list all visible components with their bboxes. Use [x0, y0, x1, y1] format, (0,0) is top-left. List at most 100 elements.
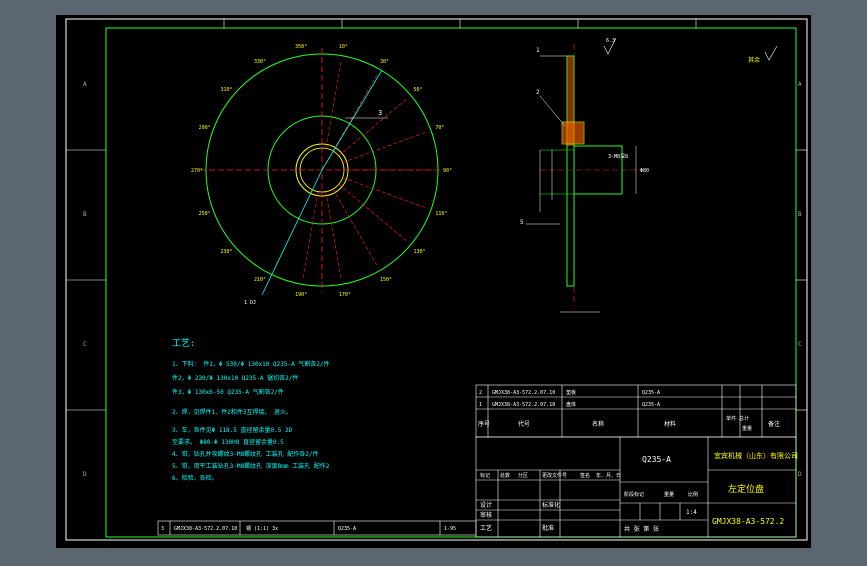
process-line: 件3，Φ 130x6-50 Q235-A 气割各2/件 — [172, 388, 284, 396]
radial-angle-line — [332, 188, 379, 268]
angle-label: 110° — [435, 211, 447, 217]
angle-label: 150° — [380, 277, 392, 283]
angle-label: 250° — [199, 211, 211, 217]
scale-label-header: 比例 — [688, 491, 698, 498]
callout-2-label: 2 — [536, 89, 540, 96]
tb-label: 标记 — [480, 472, 490, 479]
drawing-number: GMJX38-A3-572.2 — [712, 517, 784, 526]
angle-label: 130° — [414, 249, 426, 255]
angle-label: 350° — [295, 44, 307, 50]
bottom-strip — [157, 520, 477, 536]
other-surfaces-label: 其余 — [748, 56, 760, 64]
zone-label-A: A — [83, 81, 87, 88]
strip-cell: 钢 (1:1) 3x — [246, 525, 278, 532]
roughness-symbol-icon — [603, 37, 617, 55]
tb-role: 标准化 — [542, 501, 560, 509]
strip-frame — [157, 520, 477, 536]
process-line: 件2，Φ 230/Φ 130x10 Q235-A 锯切各2/件 — [172, 374, 298, 382]
weight-label: 重量 — [664, 491, 674, 498]
process-title: 工艺: — [172, 338, 195, 349]
process-line: 6、检验，各检。 — [172, 474, 218, 482]
radial-angle-line — [342, 131, 428, 163]
bom-header: 序号 — [478, 420, 490, 428]
tb-label: 年、月、日 — [596, 472, 621, 479]
process-notes: 工艺: 1、下料： 件1，Φ 530/Φ 130x10 Q235-A 气割各2/… — [172, 338, 330, 482]
zone-label-C: C — [798, 341, 802, 348]
bom-cell: Q235-A — [642, 402, 660, 408]
process-line: 4、钳，钻孔并攻螺纹3-M8螺纹孔 工装孔 配作各2/件 — [172, 450, 319, 458]
plate-hatch — [567, 56, 574, 146]
boss-section — [573, 145, 623, 195]
bom-cell: GMJX38-A3-572.2.07.10 — [492, 390, 555, 396]
zone-label-D: D — [798, 471, 802, 478]
radial-angle-line — [302, 191, 319, 281]
angle-label: 230° — [220, 249, 232, 255]
section-view: 1 2 5 6.3 其余 3-M8深8 Φ80 — [520, 37, 778, 313]
strip-cell: GMJX38-A3-572.2.07.10 — [174, 526, 237, 532]
title-frame — [475, 436, 797, 538]
callout-1-label: 1 — [536, 47, 540, 54]
inner-frame — [105, 27, 797, 538]
bom-cell: 盘体 — [566, 401, 576, 408]
angle-label: 330° — [254, 59, 266, 65]
radial-angle-line — [325, 191, 342, 281]
tb-role: 批准 — [542, 524, 554, 532]
tb-role: 设计 — [480, 501, 492, 509]
tb-label: 更改文件号 — [542, 472, 567, 479]
zone-labels-right: A B C D — [798, 81, 802, 478]
outer-frame — [65, 18, 808, 541]
tb-label: 处数 — [500, 472, 510, 479]
angle-label: 190° — [295, 292, 307, 298]
angle-label: 10° — [339, 44, 348, 50]
title-block — [475, 436, 797, 538]
radial-angle-line — [342, 177, 428, 209]
bom-rows: 2 GMJX38-A3-572.2.07.10 垫板 Q235-A 1 GMJX… — [478, 389, 780, 432]
radial-angle-line — [332, 72, 379, 152]
dim-hole-label: 3-M8深8 — [608, 153, 628, 160]
process-line: 3、车，各件见Φ 118.5 直径留余量0.5 2D — [172, 426, 293, 434]
zone-label-C: C — [83, 341, 87, 348]
bom-cell: 2 — [479, 390, 482, 396]
bom-header: 备注 — [768, 420, 780, 428]
zone-label-A: A — [798, 81, 802, 88]
angle-label: 210° — [254, 277, 266, 283]
zone-label-B: B — [83, 211, 87, 218]
bom-cell: 垫板 — [566, 389, 576, 396]
zone-labels-left: A B C D — [83, 81, 87, 478]
strip-cell: 1-95 — [444, 526, 456, 532]
process-line: 2、焊，见焊件1、件2和件3互焊接。 退火。 — [172, 408, 292, 416]
zone-ticks — [66, 19, 807, 411]
callout-5-label: 5 — [520, 219, 524, 226]
bom-cell: GMJX38-A3-572.2.07.10 — [492, 402, 555, 408]
section-leader-line — [261, 169, 323, 296]
company-name: 宜宾机械（山东）有限公司 — [714, 451, 798, 460]
angle-label: 170° — [339, 292, 351, 298]
dim-dia-label: Φ80 — [640, 168, 649, 174]
section-callout-label: 1 DJ — [244, 300, 256, 306]
angle-label: 30° — [380, 59, 389, 65]
bom-header: 代号 — [518, 420, 530, 428]
angle-label: 70° — [435, 125, 444, 131]
surface-finish-mark: 6.3 — [606, 38, 615, 44]
hub-section — [561, 121, 585, 145]
sheet-label: 共 张 第 张 — [624, 525, 659, 533]
tb-label: 签名 — [580, 472, 590, 479]
angle-label: 310° — [220, 87, 232, 93]
front-view: 10°30°50°70°90°110°130°150°170°190°210°2… — [191, 44, 452, 306]
bom-cell: Q235-A — [642, 390, 660, 396]
bom-header: 重量 — [742, 425, 752, 432]
process-line: 至要求。 Φ80-Φ 130H8 直径留余量0.5 — [172, 438, 284, 446]
radial-angle-line — [325, 59, 342, 149]
strip-cell: 3 — [161, 526, 164, 532]
radial-angle-line — [338, 97, 408, 157]
paper-background — [56, 15, 811, 548]
process-line: 1、下料： 件1，Φ 530/Φ 130x10 Q235-A 气割各2/件 — [172, 360, 330, 368]
bom-cell: 1 — [479, 402, 482, 408]
drawing-name: 左定位盘 — [728, 483, 764, 495]
process-line: 5、钳，用平工装钻孔3-M8螺纹孔 深度8mm 工装孔 配作2 — [172, 462, 330, 470]
material-label: Q235-A — [642, 455, 671, 464]
bottom-strip-text: 3 GMJX38-A3-572.2.07.10 钢 (1:1) 3x Q235-… — [161, 525, 456, 532]
angle-radial-lines — [302, 59, 434, 281]
